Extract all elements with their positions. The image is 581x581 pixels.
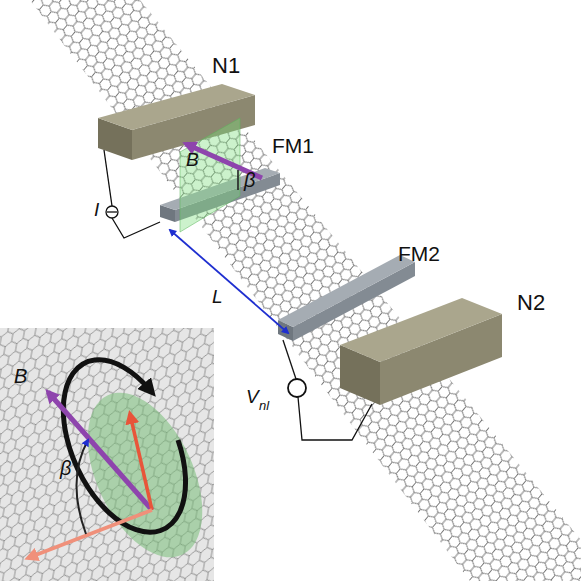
- field-label: B: [186, 150, 199, 169]
- graphene-lattice: [30, 0, 581, 581]
- voltage-wiring: [283, 340, 372, 440]
- n2-contact: [340, 298, 502, 405]
- angle-mark: [237, 170, 239, 190]
- distance-arrow: [170, 230, 288, 333]
- angle-label: β: [60, 458, 71, 478]
- contact-label: FM1: [272, 135, 314, 156]
- contact-label: N2: [517, 292, 545, 314]
- angle-label: β: [244, 170, 255, 190]
- voltage-label: V: [246, 387, 259, 406]
- field-label: B: [14, 366, 27, 386]
- contact-label: N1: [212, 55, 240, 77]
- graphene-strip: [30, 0, 581, 581]
- current-wiring: [104, 150, 160, 238]
- distance-label: L: [212, 287, 223, 306]
- precession-plane: [180, 118, 240, 232]
- contact-label: FM2: [398, 243, 440, 264]
- voltage-subscript: nl: [259, 399, 269, 412]
- current-label: I: [94, 200, 99, 219]
- precession-inset: [0, 328, 226, 581]
